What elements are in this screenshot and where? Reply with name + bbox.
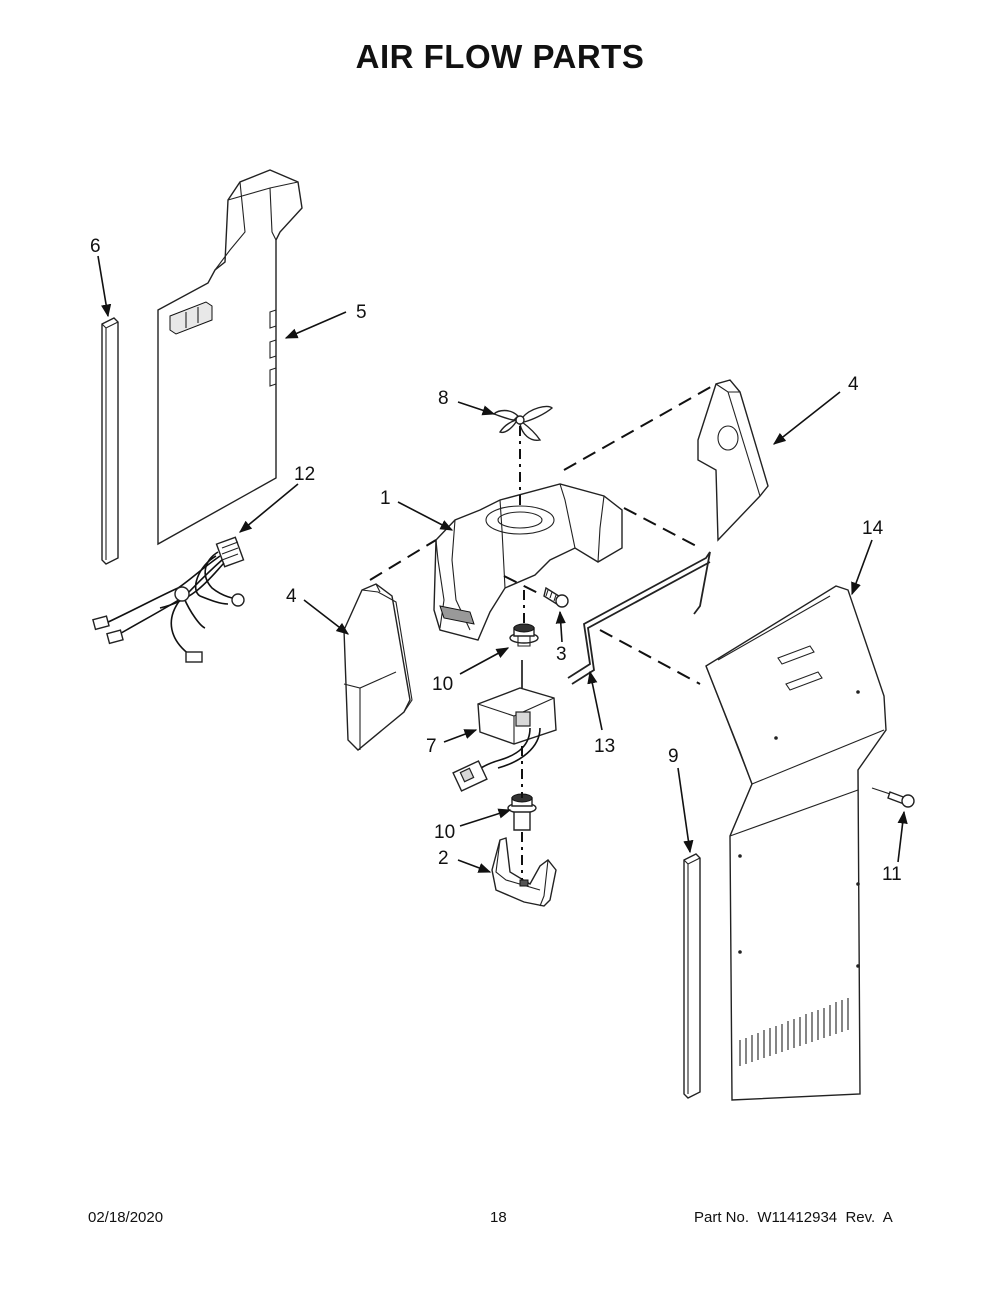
footer-page-number: 18	[490, 1209, 507, 1226]
part-9-gasket-strip	[683, 853, 701, 1099]
callout-4-left: 4	[286, 586, 297, 607]
callout-5: 5	[356, 302, 367, 323]
callout-8: 8	[438, 388, 449, 409]
assembly-lines	[369, 383, 717, 880]
callout-14: 14	[862, 518, 884, 539]
part-10-grommet-upper	[509, 623, 539, 647]
callout-10-upper: 10	[432, 674, 453, 695]
page-title: AIR FLOW PARTS	[355, 38, 645, 75]
callout-13: 13	[594, 736, 615, 757]
part-6-gasket-strip	[101, 317, 119, 565]
part-3-screw	[543, 586, 569, 608]
callout-2: 2	[438, 848, 449, 869]
part-4-duct-seal-left	[343, 583, 413, 751]
callout-leaders	[97, 255, 908, 873]
part-1-fan-housing	[433, 483, 623, 641]
part-2-motor-bracket	[491, 837, 557, 907]
callout-6: 6	[90, 236, 101, 257]
callout-10-lower: 10	[434, 822, 455, 843]
part-4-duct-seal-right	[697, 379, 769, 542]
part-13-wire-bracket	[567, 551, 711, 685]
callout-1: 1	[380, 488, 391, 509]
part-14-rear-panel	[705, 585, 887, 1101]
footer-part-number: Part No. W11412934 Rev. A	[694, 1209, 893, 1226]
part-8-fan-blade	[492, 405, 554, 441]
callout-12: 12	[294, 464, 315, 485]
part-10-grommet-lower	[507, 793, 537, 831]
callout-labels: 6 5 12 8 4 1 4 3 10 7 13 10 2 14 9 11	[90, 236, 902, 885]
callout-9: 9	[668, 746, 679, 767]
part-7-fan-motor	[452, 660, 557, 792]
part-11-screw	[871, 787, 915, 808]
part-12-wire-harness	[92, 536, 245, 663]
footer-date: 02/18/2020	[88, 1209, 164, 1226]
callout-4-right: 4	[848, 374, 859, 395]
part-5-evaporator-cover	[157, 169, 303, 546]
callout-7: 7	[426, 736, 437, 757]
callout-11: 11	[882, 864, 902, 885]
callout-3: 3	[556, 644, 567, 665]
